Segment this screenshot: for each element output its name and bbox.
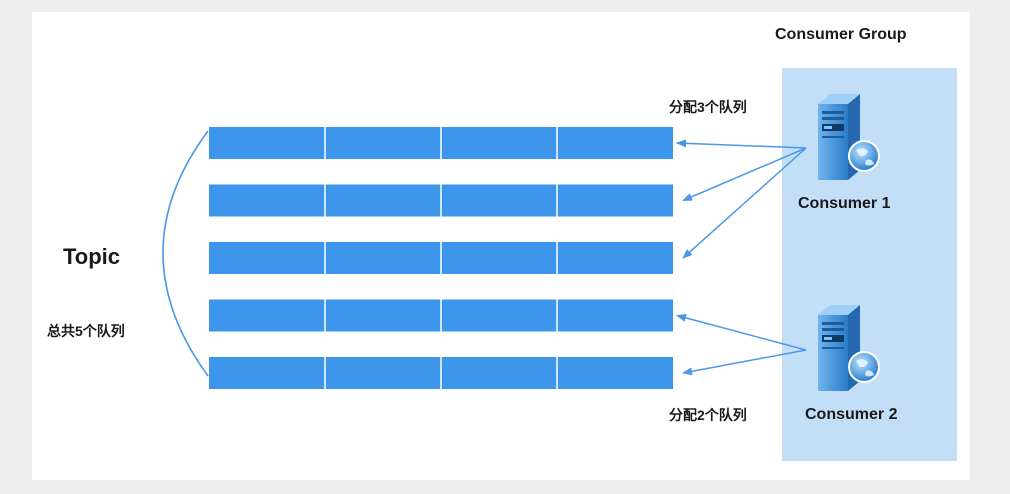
queue-segment [441,184,557,217]
queue-total-label: 总共5个队列 [47,323,125,339]
consumer-1-name: Consumer 1 [798,195,891,212]
queue-segment [209,127,325,159]
consumer-2-assignment-label: 分配2个队列 [669,407,747,423]
server-globe-icon [818,94,880,180]
queue-3 [209,242,673,274]
queue-segment [209,242,325,274]
queue-segment [557,127,673,159]
assignment-arrow [682,349,807,376]
queue-5 [209,357,673,389]
queue-segment [441,357,557,389]
topic-title: Topic [63,244,121,269]
queue-segment [325,299,441,332]
assignment-arrow [682,147,807,259]
consumer-1-assignment-label: 分配3个队列 [669,99,747,115]
consumer-2-name: Consumer 2 [805,406,898,423]
queue-4 [209,299,673,332]
queue-1 [209,127,673,159]
queue-segment [557,299,673,332]
consumer-group-panel [782,68,957,461]
queue-segment [209,357,325,389]
queue-segment [209,299,325,332]
server-globe-icon [818,305,880,391]
assignment-arrow [676,139,807,149]
consumer-group-title: Consumer Group [775,26,907,43]
assignment-arrow [682,147,807,202]
queue-segment [441,299,557,332]
topic-bracket [162,130,209,377]
queue-2 [209,184,673,217]
queue-segment [557,357,673,389]
queue-segment [557,184,673,217]
queue-segment [325,357,441,389]
queue-segment [325,127,441,159]
queue-segment [325,184,441,217]
queue-segment [441,242,557,274]
assignment-arrows [676,139,807,376]
assignment-arrow [676,313,807,351]
queue-segment [209,184,325,217]
queue-segment [325,242,441,274]
queue-segment [557,242,673,274]
topic-queues [209,127,673,389]
queue-segment [441,127,557,159]
